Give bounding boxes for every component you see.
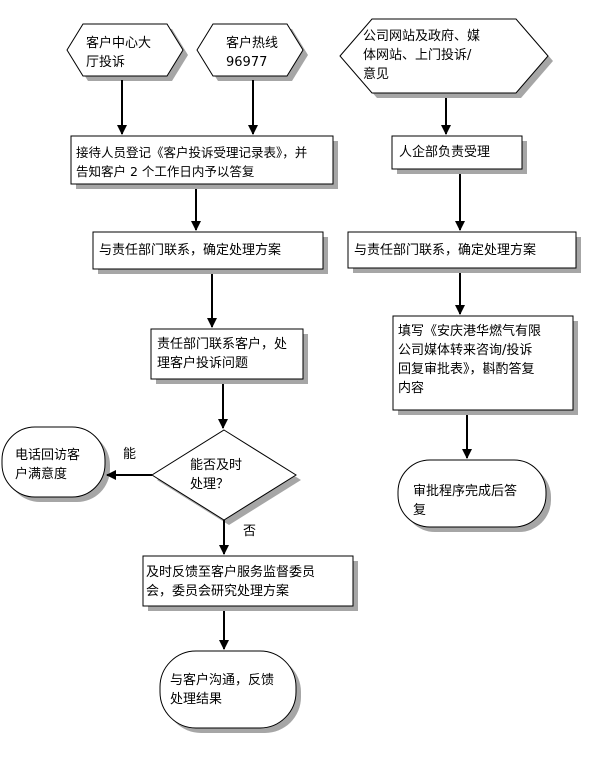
communicate-label: 与客户沟通，反馈 处理结果	[170, 673, 275, 707]
hr-accept-label: 人企部负责受理	[399, 145, 491, 160]
source-hotline-shape	[196, 23, 304, 77]
feedback-box	[142, 555, 354, 607]
feedback-label: 及时反馈至客户服务监督委员 会，委员会研究处理方案	[146, 565, 316, 599]
source-hall-shape	[66, 23, 184, 77]
approve-reply-terminal	[397, 459, 547, 528]
source-hotline-label: 客户热线 96977	[226, 36, 279, 70]
fill-form-label: 填写《安庆港华燃气有限 公司媒体转来咨询/投诉 回复审批表》，斟酌答复 内容	[398, 324, 542, 396]
hr-accept-box	[391, 135, 523, 170]
dept-handle-label: 责任部门联系客户，处 理客户投诉问题	[157, 337, 288, 371]
register-box	[70, 135, 334, 185]
callback-terminal	[1, 426, 106, 498]
contact-dept-right-label: 与责任部门联系，确定处理方案	[354, 243, 537, 258]
contact-dept-right-box	[347, 231, 577, 269]
dept-handle-box	[150, 328, 304, 380]
yes-label: 能	[123, 447, 137, 462]
approve-reply-label: 审批程序完成后答 复	[413, 484, 518, 518]
decision-label: 能否及时 处理？	[190, 458, 243, 492]
no-label: 否	[243, 524, 257, 539]
fill-form-box	[392, 315, 574, 411]
source-hall-label: 客户中心大 厅投诉	[86, 36, 152, 70]
communicate-terminal	[159, 650, 297, 729]
contact-dept-left-box	[92, 231, 324, 270]
source-web-shape	[339, 18, 549, 94]
callback-label: 电话回访客 户满意度	[15, 448, 81, 482]
shapes	[1, 18, 577, 729]
connector-arrows	[106, 80, 472, 650]
register-label: 接待人员登记《客户投诉受理记录表》，并 告知客户 2 个工作日内予以答复	[76, 145, 308, 179]
source-web-label: 公司网站及政府、媒 体网站、上门投诉/ 意见	[363, 29, 481, 82]
contact-dept-left-label: 与责任部门联系，确定处理方案	[99, 243, 282, 258]
